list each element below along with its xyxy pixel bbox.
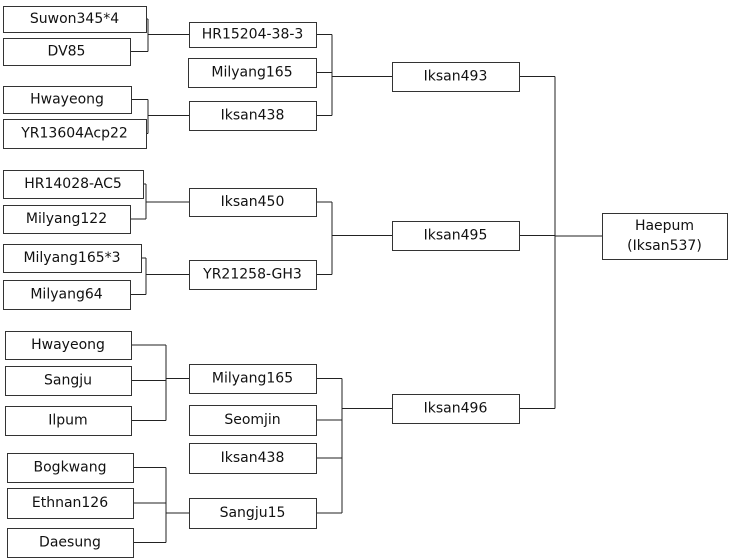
variety-box: Milyang165*3 — [3, 244, 142, 273]
variety-box-frame — [3, 38, 131, 66]
variety-label: Seomjin — [224, 412, 280, 428]
variety-box: Bogkwang — [7, 453, 134, 483]
variety-box-frame — [5, 406, 132, 436]
variety-box: Iksan493 — [392, 62, 520, 92]
variety-box-frame — [189, 188, 317, 217]
variety-label: Milyang122 — [26, 211, 107, 227]
variety-box: Sangju — [5, 366, 132, 396]
variety-box-frame — [7, 488, 134, 519]
variety-label: Milyang165*3 — [23, 250, 120, 266]
variety-box: Milyang165 — [189, 364, 317, 394]
variety-label: Iksan438 — [221, 108, 285, 124]
variety-box: YR13604Acp22 — [3, 119, 147, 149]
variety-box: Ilpum — [5, 406, 132, 436]
variety-box-frame — [189, 101, 317, 131]
variety-box-frame — [392, 394, 520, 424]
variety-box: YR21258-GH3 — [189, 260, 317, 290]
variety-label: Milyang165 — [212, 371, 293, 387]
variety-box-frame — [5, 366, 132, 396]
variety-box: Sangju15 — [189, 498, 317, 529]
variety-box: HR14028-AC5 — [3, 170, 144, 199]
variety-box-frame — [392, 221, 520, 251]
variety-label: Iksan438 — [221, 450, 285, 466]
variety-label: Milyang165 — [211, 65, 292, 81]
variety-label: Iksan493 — [424, 69, 488, 85]
variety-box-frame — [602, 213, 728, 260]
variety-box-frame — [3, 244, 142, 273]
variety-label: Iksan496 — [424, 401, 488, 417]
variety-box-frame — [189, 498, 317, 529]
variety-label: Ilpum — [48, 413, 87, 429]
variety-box-frame — [3, 119, 147, 149]
cross-lines — [130, 18, 602, 543]
variety-label: DV85 — [48, 44, 86, 60]
variety-box-frame — [188, 58, 317, 88]
variety-label: YR13604Acp22 — [20, 126, 128, 142]
variety-box: Daesung — [7, 528, 134, 558]
variety-box-frame — [392, 62, 520, 92]
variety-label: Daesung — [39, 535, 101, 551]
variety-box: DV85 — [3, 38, 131, 66]
variety-box-frame — [7, 528, 134, 558]
variety-boxes: Suwon345*4DV85HwayeongYR13604Acp22HR1402… — [3, 6, 728, 558]
variety-label: Bogkwang — [34, 460, 107, 476]
variety-box: HR15204-38-3 — [189, 22, 317, 48]
variety-label: HR15204-38-3 — [202, 27, 304, 43]
variety-box: Seomjin — [189, 405, 317, 436]
variety-label: Milyang64 — [30, 287, 102, 303]
variety-box-frame — [189, 405, 317, 436]
variety-label: HR14028-AC5 — [24, 176, 122, 192]
variety-box: Haepum (Iksan537) — [602, 213, 728, 260]
variety-box-frame — [3, 170, 144, 199]
variety-box-frame — [7, 453, 134, 483]
variety-box-frame — [3, 6, 147, 33]
variety-box: Milyang64 — [3, 280, 131, 310]
variety-box: Iksan450 — [189, 188, 317, 217]
variety-box-frame — [5, 331, 132, 360]
variety-label: Hwayeong — [30, 92, 104, 108]
variety-box: Hwayeong — [5, 331, 132, 360]
variety-box: Hwayeong — [3, 86, 132, 114]
variety-box: Iksan438 — [189, 101, 317, 131]
variety-label: Iksan450 — [221, 194, 285, 210]
variety-box-frame — [3, 205, 131, 234]
variety-box: Milyang165 — [188, 58, 317, 88]
variety-box: Iksan495 — [392, 221, 520, 251]
variety-label: Iksan495 — [424, 228, 488, 244]
variety-box: Iksan496 — [392, 394, 520, 424]
variety-label: (Iksan537) — [627, 238, 702, 254]
variety-box: Milyang122 — [3, 205, 131, 234]
variety-box-frame — [3, 280, 131, 310]
variety-box: Suwon345*4 — [3, 6, 147, 33]
variety-label: Sangju — [44, 373, 92, 389]
variety-label: Sangju15 — [220, 505, 286, 521]
variety-box-frame — [3, 86, 132, 114]
variety-label: Haepum — [635, 218, 694, 234]
variety-box-frame — [189, 364, 317, 394]
variety-box: Ethnan126 — [7, 488, 134, 519]
variety-label: YR21258-GH3 — [202, 267, 302, 283]
variety-box-frame — [189, 443, 317, 474]
variety-box: Iksan438 — [189, 443, 317, 474]
variety-box-frame — [189, 260, 317, 290]
variety-label: Ethnan126 — [32, 495, 108, 511]
variety-label: Hwayeong — [31, 337, 105, 353]
variety-box-frame — [189, 22, 317, 48]
variety-label: Suwon345*4 — [30, 11, 119, 27]
